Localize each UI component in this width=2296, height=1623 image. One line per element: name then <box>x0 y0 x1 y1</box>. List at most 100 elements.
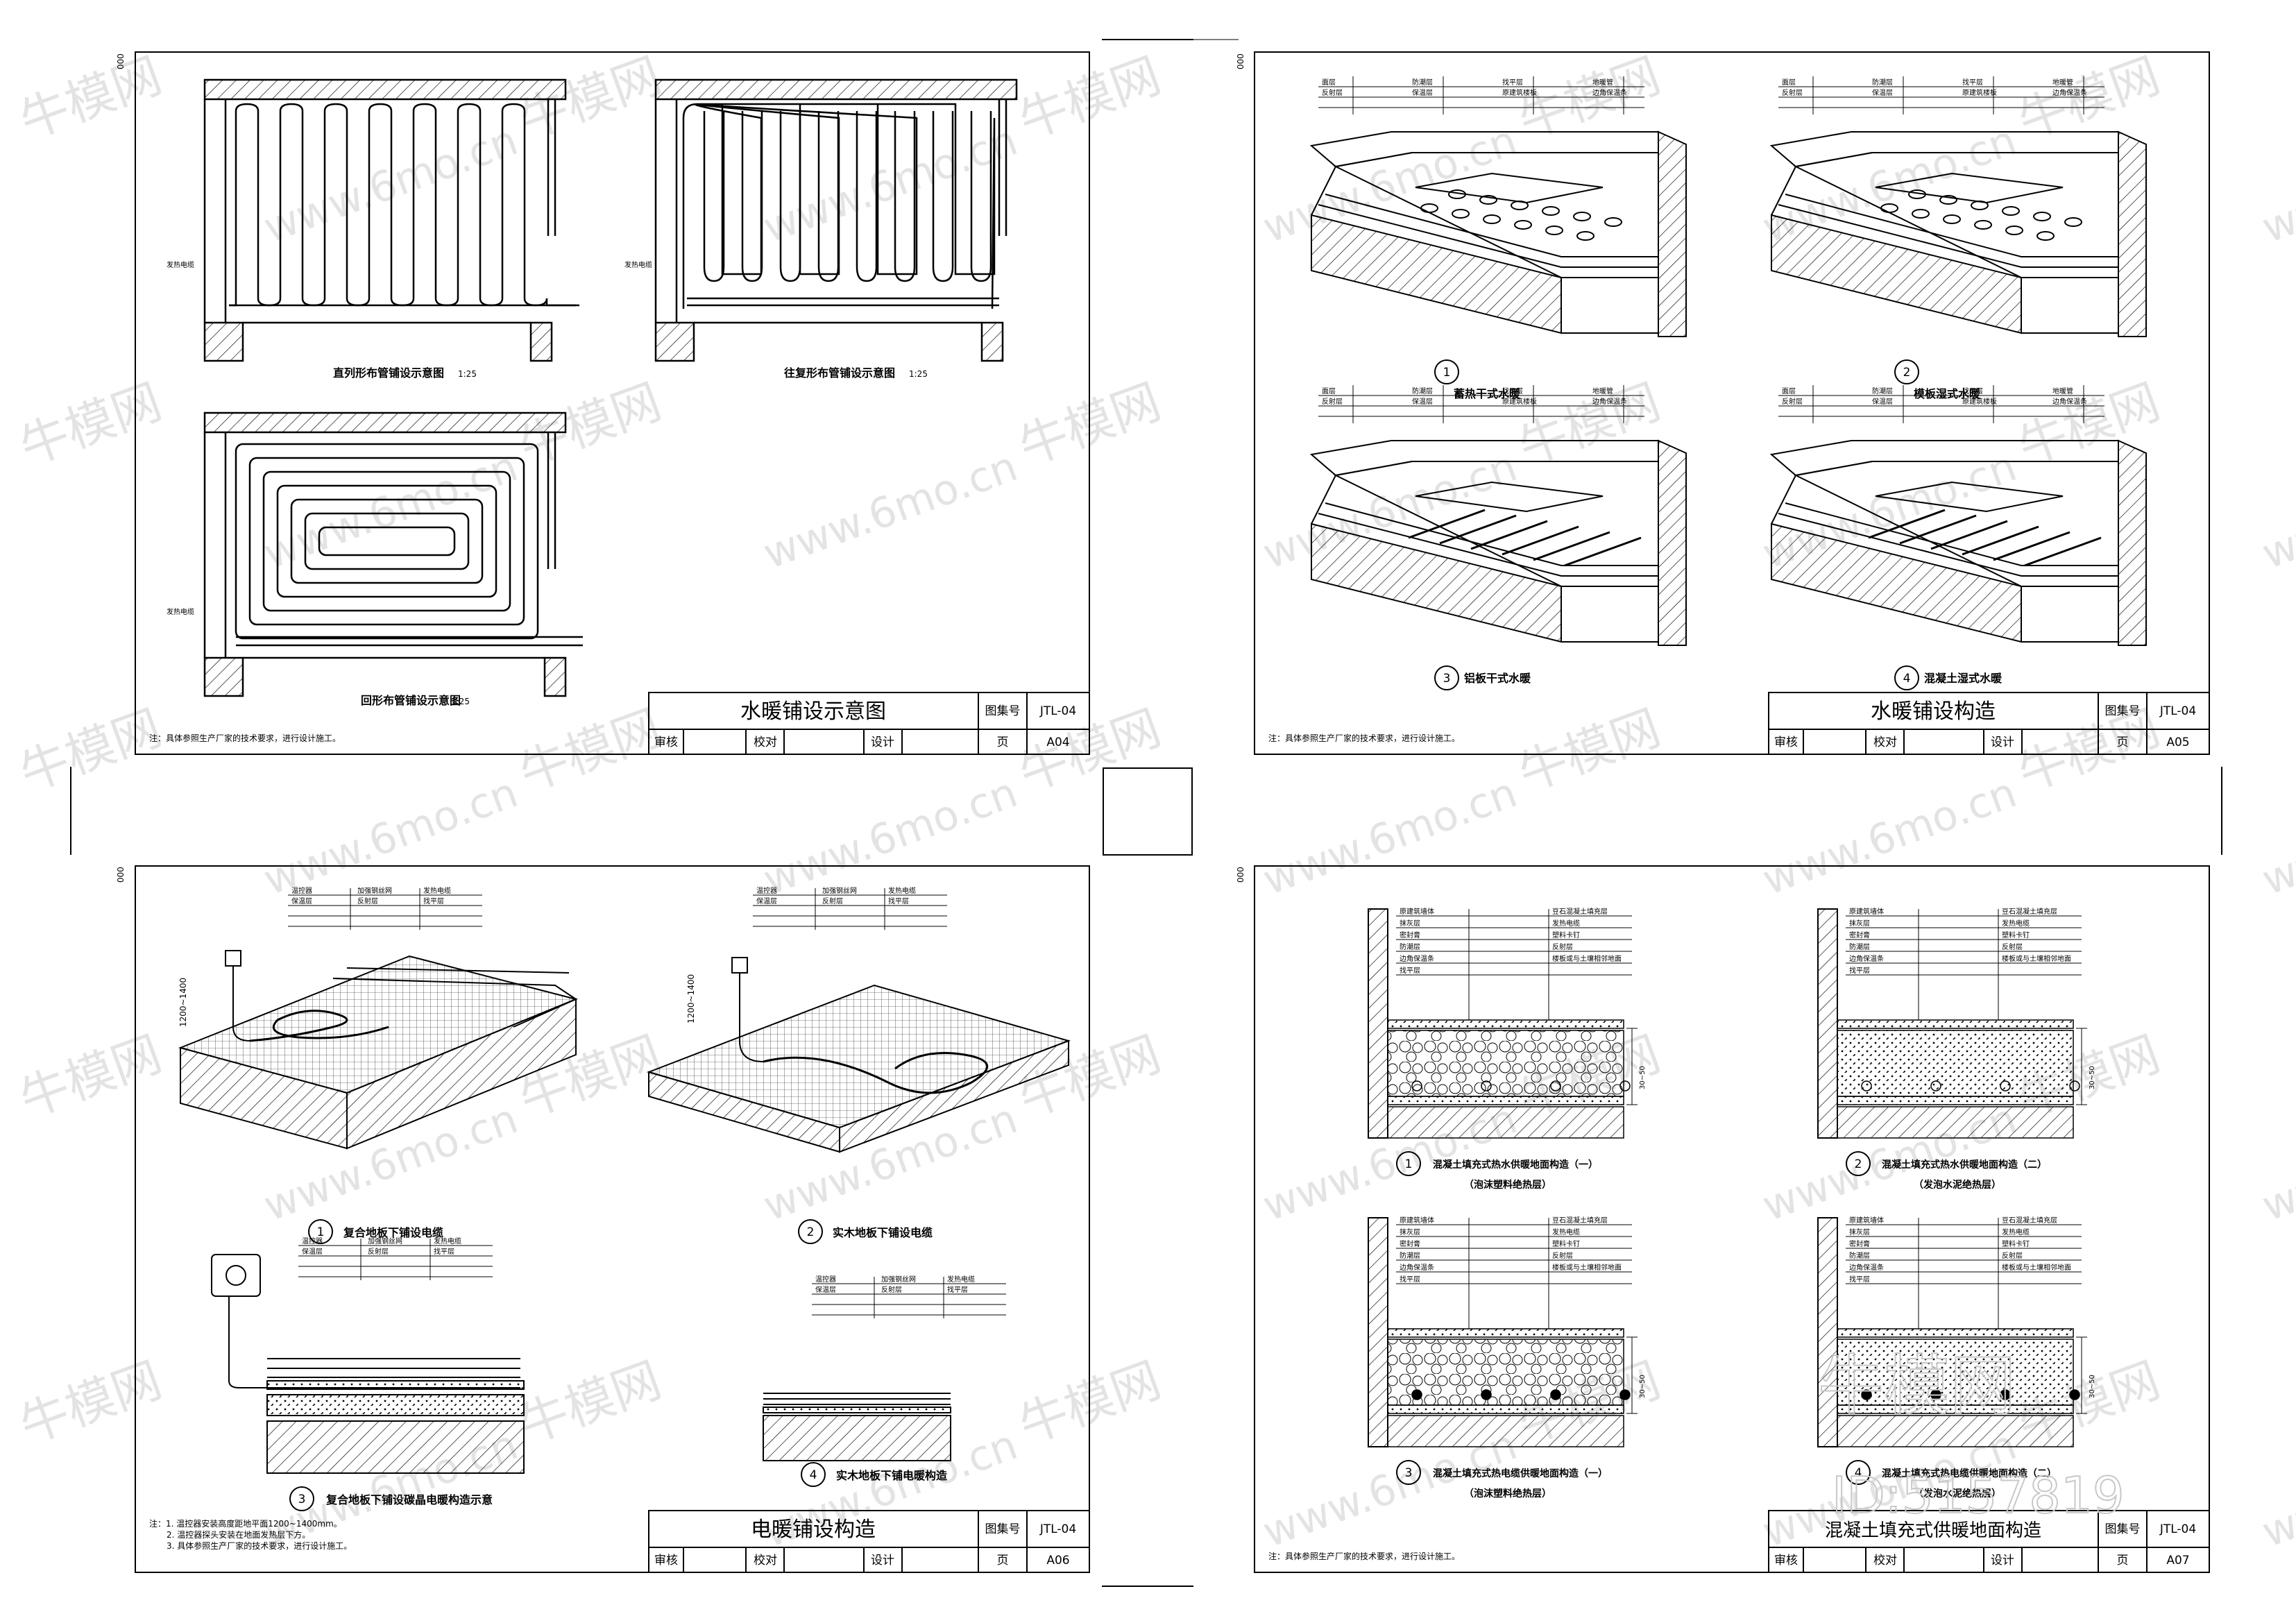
support-block <box>2033 212 2051 221</box>
callout-label: 边角保温条 <box>2052 397 2087 406</box>
support-block <box>1974 220 1992 230</box>
sheet-title: 电暖铺设构造 <box>751 1518 876 1542</box>
detail-caption: 铝板干式水暖 <box>1464 672 1531 685</box>
pipe-ring <box>248 457 525 626</box>
section-caption: 混凝土填充式热电缆供暖地面构造（二） <box>1882 1468 2057 1479</box>
support-block <box>1545 226 1563 235</box>
dim-label: 1200~1400 <box>686 974 696 1023</box>
callout-label: 豆石混凝土填充层 <box>2002 1216 2057 1225</box>
scale: 1:25 <box>909 369 928 379</box>
callout-label: 豆石混凝土填充层 <box>1552 1216 1608 1225</box>
callout-label: 原建筑楼板 <box>1502 397 1537 406</box>
watermark-text: 牛模网 <box>1511 373 1667 476</box>
callout-label: 发热电缆 <box>947 1275 975 1284</box>
pipe-ring <box>318 526 456 556</box>
section-caption: 混凝土填充式热水供暖地面构造（二） <box>1882 1159 2047 1171</box>
support-block <box>1452 209 1470 219</box>
watermark-url: www.6mo.cn <box>757 116 1023 253</box>
title-block-2 <box>1768 692 2210 755</box>
slab-edge <box>1311 166 1336 271</box>
layout-caption: 往复形布管铺设示意图 <box>784 366 895 380</box>
callout-label: 抹灰层 <box>1400 919 1420 928</box>
callout-label: 找平层 <box>1400 966 1420 975</box>
callout-label: 找平层 <box>434 1247 454 1256</box>
atlas-number: JTL-04 <box>2159 704 2196 718</box>
circle-number-text: 2 <box>807 1225 815 1239</box>
floor-plank <box>1415 172 1604 204</box>
callout-label: 反射层 <box>2002 943 2023 951</box>
detail-caption: 蓄热干式水暖 <box>1454 387 1521 400</box>
callout-label: 找平层 <box>1962 386 1983 396</box>
electric-detail-1 <box>178 950 579 1150</box>
callout-label: 面层 <box>1322 387 1336 396</box>
design-label: 设计 <box>871 736 894 749</box>
watermark-url: www.6mo.cn <box>2256 116 2296 253</box>
heating-pipe <box>1868 509 1946 539</box>
slab-front <box>1771 522 2022 643</box>
design-label: 设计 <box>871 1554 894 1567</box>
callout-label: 反射层 <box>1782 398 1803 406</box>
slab-edge <box>1771 475 1796 579</box>
surface-layer <box>1387 1019 1624 1029</box>
wall <box>1817 1217 1838 1447</box>
callout-label: 抹灰层 <box>1849 1227 1870 1237</box>
page-number: A07 <box>2166 1554 2189 1567</box>
dim-label: 1200~1400 <box>178 978 188 1027</box>
slab-front <box>1771 214 2022 334</box>
pipe-section <box>1930 1389 1941 1400</box>
callout-label: 边角保温条 <box>1849 1263 1884 1272</box>
title-block-4 <box>1768 1510 2210 1573</box>
sheet-note: 2. 温控器探头安装在地面发热层下方。 <box>167 1529 310 1540</box>
section-detail-2: 30~50原建筑墙体抹灰层密封膏防潮层边角保温条找平层豆石混凝土填充层发热电缆塑… <box>1817 907 2096 1139</box>
layer-line <box>1785 194 2118 257</box>
circle-number-text: 2 <box>1855 1157 1862 1171</box>
pipe-ring <box>276 484 498 598</box>
check-label: 校对 <box>754 736 777 749</box>
section-detail-1: 30~50原建筑墙体抹灰层密封膏防潮层边角保温条找平层豆石混凝土填充层发热电缆塑… <box>1368 907 1647 1139</box>
callout-leader <box>1468 1218 1549 1329</box>
heating-pipe <box>1470 520 1548 550</box>
callout-label: 找平层 <box>1849 1275 1870 1284</box>
callout-label: 反射层 <box>1782 89 1803 97</box>
callout-label: 温控器 <box>302 1237 323 1246</box>
slab-side <box>1561 586 1659 643</box>
callout-label: 原建筑楼板 <box>1962 88 1997 97</box>
iso-detail-3: 面层防潮层找平层地暖管反射层保温层原建筑楼板边角保温条 <box>1309 385 1687 646</box>
circle-number <box>1396 1151 1421 1176</box>
callout-label: 防潮层 <box>1412 78 1433 87</box>
scale: 1:25 <box>451 697 470 706</box>
callout-label: 地暖管 <box>1592 386 1613 396</box>
callout-leader <box>1918 909 1999 1020</box>
fill-layer <box>1387 1030 1624 1097</box>
support-block <box>1479 195 1497 205</box>
layer-line <box>1318 513 1658 577</box>
callout-label: 防潮层 <box>1849 1251 1870 1260</box>
layer-line <box>1318 204 1658 268</box>
pipe-section <box>2069 1389 2080 1400</box>
check-label: 校对 <box>754 1554 777 1567</box>
pipe-loop <box>817 111 840 282</box>
iso-detail-4: 面层防潮层找平层地暖管反射层保温层原建筑楼板边角保温条 <box>1769 385 2147 646</box>
pipe-section <box>2000 1389 2011 1400</box>
layer-line <box>1778 513 2118 577</box>
atlas-label: 图集号 <box>985 1522 1021 1536</box>
section-caption: 混凝土填充式热水供暖地面构造（一） <box>1433 1159 1598 1171</box>
side-wall <box>2118 439 2147 646</box>
insulation-layer <box>1387 1404 1624 1414</box>
sheet-note: 3. 具体参照生产厂家的技术要求，进行设计施工。 <box>167 1540 352 1551</box>
side-wall <box>1658 130 1687 337</box>
insulation-layer <box>1387 1096 1624 1105</box>
atlas-label: 图集号 <box>2105 704 2141 718</box>
sheet-note: 注：具体参照生产厂家的技术要求，进行设计施工。 <box>1268 1551 1460 1561</box>
callout-label: 反射层 <box>822 897 843 906</box>
callout-label: 楼板或与土壤相邻地面 <box>1552 1263 1622 1272</box>
section-subcaption: （泡沫塑料绝热层） <box>1464 1488 1551 1499</box>
section-detail-3: 30~50原建筑墙体抹灰层密封膏防潮层边角保温条找平层豆石混凝土填充层发热电缆塑… <box>1368 1216 1647 1447</box>
section-subcaption: （发泡水泥绝热层） <box>1914 1179 2001 1191</box>
fill-layer <box>1387 1339 1624 1406</box>
floor-plank <box>1875 172 2064 204</box>
pipe-layout-spiral <box>203 411 583 697</box>
circle-number <box>289 1486 314 1511</box>
heating-pipe <box>1439 514 1517 545</box>
callout-label: 发热电缆 <box>434 1237 461 1246</box>
